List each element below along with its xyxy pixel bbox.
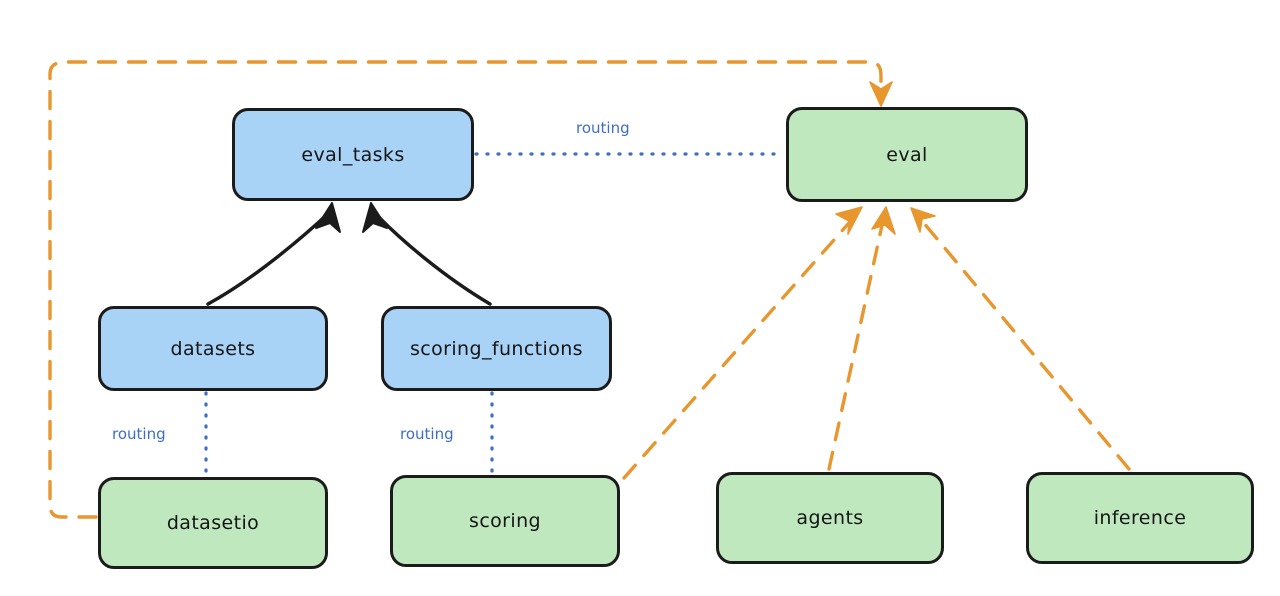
node-label-inference: inference [1093,507,1187,529]
edge-scoring-to-eval [622,206,863,480]
node-inference[interactable]: inference [1026,472,1254,564]
node-scoring[interactable]: scoring [390,475,620,567]
edge-scoring-functions-to-eval-tasks [362,202,492,306]
node-eval[interactable]: eval [786,107,1028,202]
node-label-datasetio: datasetio [166,512,260,534]
node-label-scoring-functions: scoring_functions [410,337,583,360]
node-datasets[interactable]: datasets [98,306,328,391]
node-label-agents: agents [796,507,864,529]
node-scoring-functions[interactable]: scoring_functions [381,306,612,391]
node-label-eval-tasks: eval_tasks [301,143,405,166]
edge-datasetio-to-eval [48,60,893,519]
node-datasetio[interactable]: datasetio [98,477,328,569]
node-label-scoring: scoring [469,510,541,532]
edge-datasets-to-eval-tasks [206,202,341,306]
edge-label-routing-eval: routing [576,119,630,137]
edge-inference-to-eval [910,207,1131,471]
node-label-eval: eval [886,143,928,166]
node-eval-tasks[interactable]: eval_tasks [232,108,474,201]
node-label-datasets: datasets [170,337,256,360]
edge-agents-to-eval [827,206,896,471]
node-agents[interactable]: agents [716,472,944,564]
edge-label-routing-scoring: routing [400,425,454,443]
edge-label-routing-datasetio: routing [112,425,166,443]
